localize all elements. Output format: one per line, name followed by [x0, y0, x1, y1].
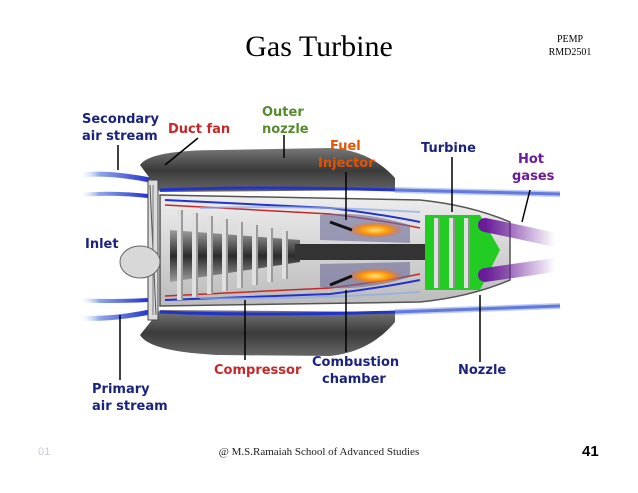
- compressor: [170, 210, 300, 300]
- pointer-lines: [117, 135, 531, 380]
- nose-cone: [119, 245, 161, 279]
- label-compressor: Compressor: [214, 363, 302, 378]
- main-shaft: [295, 244, 445, 260]
- course-code-line1: PEMP: [556, 34, 584, 45]
- label-fuel-line1: Fuel: [330, 139, 361, 154]
- label-primary-line2: air stream: [92, 399, 168, 414]
- label-combustion-line2: chamber: [322, 372, 386, 387]
- hot-gases: [478, 218, 562, 282]
- label-nozzle: Nozzle: [458, 363, 506, 378]
- footer-slide-code: 01: [38, 446, 51, 458]
- label-inlet: Inlet: [85, 237, 119, 252]
- page-number: 41: [582, 443, 599, 460]
- label-turbine: Turbine: [421, 141, 476, 156]
- diagram-labels: Secondary air stream Duct fan Outer nozz…: [82, 105, 555, 414]
- outer-casing: [140, 148, 561, 356]
- label-primary-line1: Primary: [92, 382, 150, 397]
- label-fuel-line2: Injector: [318, 156, 375, 171]
- course-code: PEMP RMD2501: [528, 33, 612, 59]
- label-outer-line1: Outer: [262, 105, 304, 120]
- label-secondary-line1: Secondary: [82, 112, 160, 127]
- label-combustion-line1: Combustion: [312, 355, 399, 370]
- label-secondary-line2: air stream: [82, 129, 158, 144]
- label-duct-fan: Duct fan: [168, 122, 230, 137]
- label-hot-line1: Hot: [518, 152, 544, 167]
- fuel-injector: [329, 220, 353, 287]
- inlet-airflow: [77, 171, 151, 321]
- combustion-chamber: [320, 213, 410, 289]
- footer-institution: @ M.S.Ramaiah School of Advanced Studies: [218, 446, 420, 458]
- label-hot-line2: gases: [512, 169, 555, 184]
- label-outer-line2: nozzle: [262, 122, 309, 137]
- internal-flow: [199, 206, 421, 300]
- course-code-line2: RMD2501: [548, 47, 592, 58]
- slide-title: Gas Turbine: [245, 30, 393, 63]
